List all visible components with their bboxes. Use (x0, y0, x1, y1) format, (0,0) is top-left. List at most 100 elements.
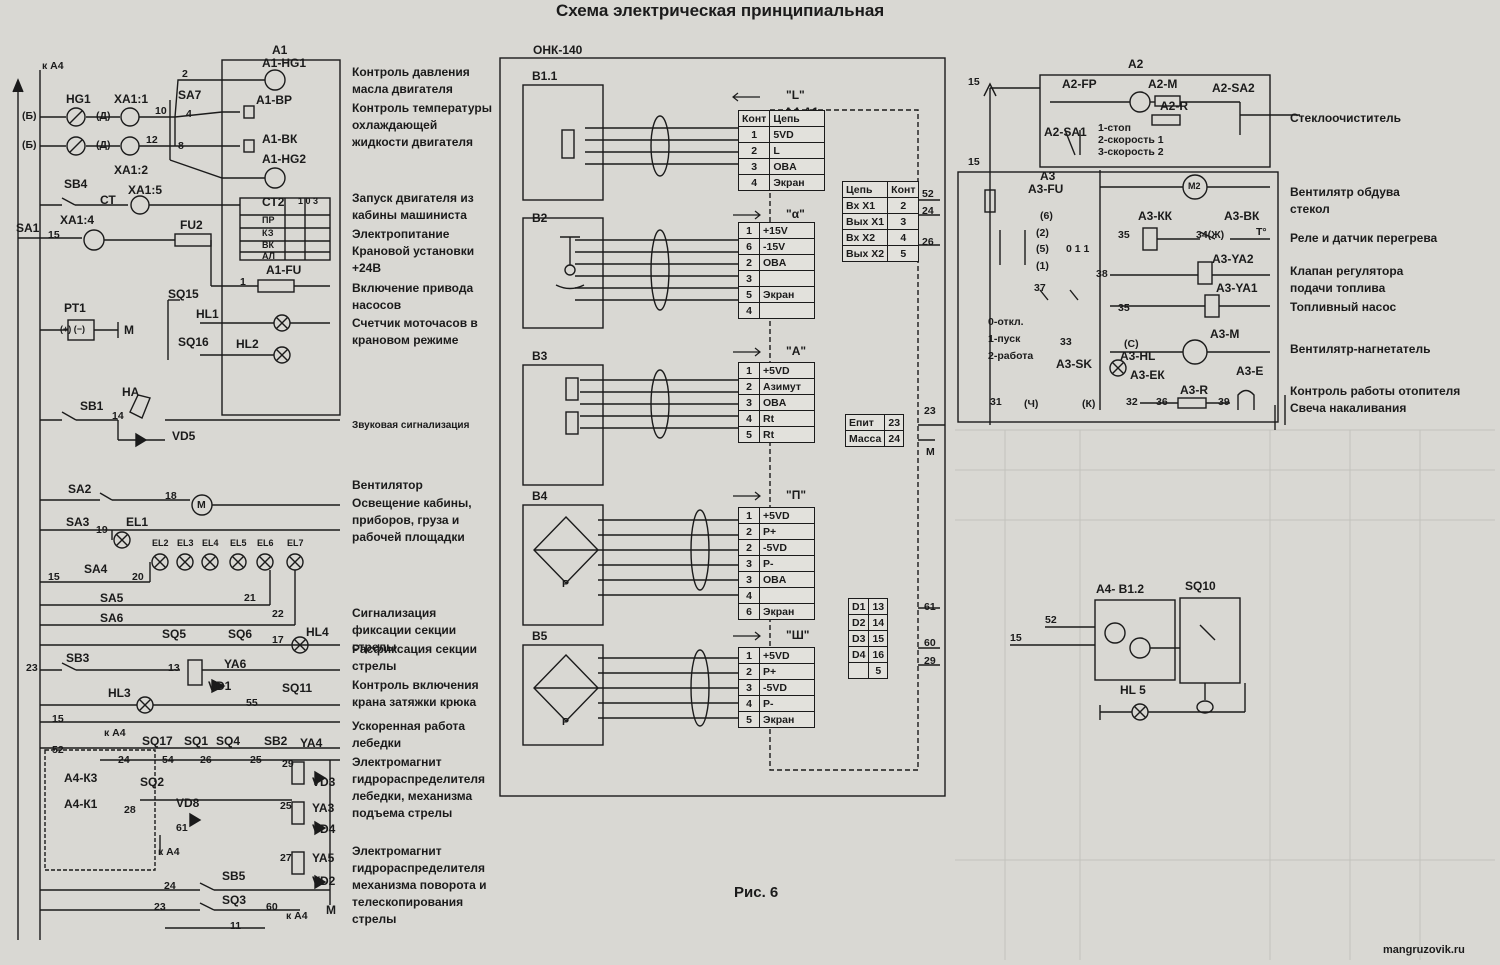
label-a1: А1 (272, 43, 288, 57)
pin-cell (759, 302, 815, 319)
label-pt1: РТ1 (64, 301, 86, 315)
label-el3: EL3 (177, 538, 194, 548)
diagram-title: Схема электрическая принципиальная (556, 1, 885, 20)
d-cell: D1 (847, 598, 870, 615)
label-sq4: SQ4 (216, 734, 241, 748)
io-cell: Вых X2 (841, 245, 889, 262)
pin-cell: 4 (738, 695, 760, 712)
label-wire-24: 24 (118, 754, 130, 766)
label-xa1-4: ХА1:4 (60, 213, 95, 227)
desc-coolant-temp: Контроль температуры охлаждающей жидкост… (352, 101, 492, 149)
label-el5: EL5 (230, 538, 247, 548)
pin-cell: OBA (769, 158, 826, 175)
pin-cell: 5 (738, 286, 760, 303)
desc-slew-valve: Электромагнит гидрораспределителя механи… (352, 844, 487, 926)
label-sa4: SA4 (84, 562, 108, 576)
pin-cell: OBA (759, 254, 815, 271)
label-a3-m: А3-М (1210, 327, 1240, 341)
label-to-a4-b: к А4 (104, 727, 126, 739)
label-sq15: SQ15 (168, 287, 199, 301)
label-wire-15-mid: 15 (968, 156, 980, 168)
label-hl5: HL 5 (1120, 683, 1146, 697)
label-a3-r: А3-R (1180, 383, 1209, 397)
label-a2: А2 (1128, 57, 1144, 71)
label-wire-35: 35 (1118, 229, 1130, 241)
d-cell: 14 (868, 614, 889, 631)
pin-cell: -5VD (759, 539, 815, 556)
connector-p: "П" (786, 488, 807, 502)
label-a3-ya1: А3-YA1 (1216, 281, 1258, 295)
label-sa7: SA7 (178, 88, 202, 102)
pin-cell: P- (759, 555, 815, 572)
label-pt1-polarity: (+) (−) (60, 324, 86, 334)
d-wire-60: 60 (924, 637, 936, 649)
figure-caption: Рис. 6 (734, 884, 779, 901)
label-a3: А3 (1040, 169, 1056, 183)
pin-cell: +15V (759, 222, 815, 239)
label-d2: (Д) (96, 139, 111, 151)
desc-glass-fan: Вентилятр обдува стекол (1290, 185, 1400, 216)
label-wire-21: 21 (244, 592, 256, 604)
d-cell: D2 (847, 614, 870, 631)
sensor-b4-name: В4 (532, 489, 548, 503)
onk-title: ОНК-140 (533, 43, 583, 57)
label-hl3: HL3 (108, 686, 131, 700)
d-cell: 16 (868, 646, 889, 663)
label-wire-17: 17 (272, 634, 284, 646)
pin-cell: OBA (759, 571, 815, 588)
pin-cell: 4 (738, 587, 760, 604)
pin-cell: 5 (738, 426, 760, 443)
desc-crane-power: Электропитание Крановой установки +24В (352, 227, 475, 275)
label-wire-2: 2 (182, 68, 188, 80)
connector-l: "L" (786, 88, 805, 102)
label-ya5: YA5 (312, 851, 335, 865)
pin-cell: 1 (737, 126, 771, 143)
label-sq11: SQ11 (282, 681, 313, 695)
connector-a: "А" (786, 344, 807, 358)
label-vd4: VD4 (312, 822, 336, 836)
desc-blower: Вентилятр-нагнетатель (1290, 342, 1431, 356)
label-s5: (5) (1036, 243, 1049, 255)
io-wire-26: 26 (922, 236, 934, 248)
label-k: (К) (1082, 398, 1096, 410)
label-sq3: SQ3 (222, 893, 247, 907)
label-motor-m: M (197, 499, 206, 511)
io-wire-52: 52 (922, 188, 934, 200)
pin-cell: 3 (737, 158, 771, 175)
label-wire-15-top: 15 (968, 76, 980, 88)
label-sa5: SA5 (100, 591, 124, 605)
io-wire-24: 24 (922, 205, 934, 217)
power-cell: 24 (884, 430, 905, 447)
pin-cell: 4 (738, 410, 760, 427)
label-wire-8: 8 (178, 140, 184, 152)
label-hl4: HL4 (306, 625, 329, 639)
io-cell: Вх X2 (841, 229, 889, 246)
desc-pump-drive: Включение привода насосов (352, 281, 474, 312)
label-wire-52-br: 52 (1045, 614, 1057, 626)
label-to-a4: к А4 (42, 60, 64, 72)
label-ha: НА (122, 385, 140, 399)
d-cell (847, 662, 870, 679)
label-ct2: СТ2 (262, 195, 285, 209)
pin-cell: +5VD (759, 647, 815, 664)
label-a2-sa2: А2-SA2 (1212, 81, 1255, 95)
pin-cell: Экран (769, 174, 826, 191)
power-wire-23: 23 (924, 405, 936, 417)
label-wire-35b: 35 (1118, 302, 1130, 314)
desc-winch-speed: Ускоренная работа лебедки (352, 719, 466, 750)
connector-sh: "Ш" (786, 628, 810, 642)
pin-cell: 4 (738, 302, 760, 319)
label-mode-speed1: 2-скорость 1 (1098, 134, 1164, 146)
pin-cell: 3 (738, 270, 760, 287)
label-c: (С) (1124, 338, 1139, 350)
label-sa6: SA6 (100, 611, 124, 625)
label-wire-12: 12 (146, 134, 158, 146)
label-a3-fu: А3-FU (1028, 182, 1064, 196)
desc-hour-meter: Счетчик моточасов в крановом режиме (352, 316, 478, 347)
label-wire-38: 38 (1096, 268, 1108, 280)
